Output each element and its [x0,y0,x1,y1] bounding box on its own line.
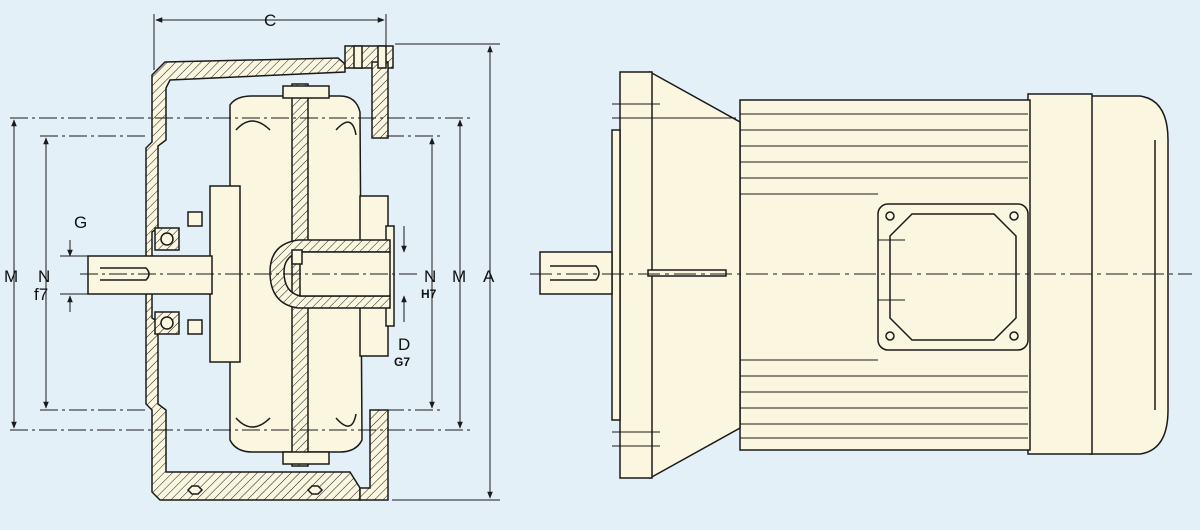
housing-top-plate [371,61,389,139]
motor-flange-lip [611,129,621,421]
motor-fins [612,103,1028,447]
terminal-box-lid [889,213,1017,341]
section-view [87,45,395,501]
hub-bolt-bottom [187,319,203,335]
label-n-right: N [424,267,436,286]
disc-bolt-top [282,85,330,99]
housing-nut-1 [186,485,204,495]
bore-keyway [291,249,303,265]
label-g: G [74,213,87,232]
housing-nut-2 [306,485,324,495]
label-n-left: N [38,267,50,286]
terminal-screw-2 [1009,211,1019,221]
housing-shell [145,57,361,501]
label-m-right: M [452,267,466,286]
input-shaft [87,255,213,295]
label-h7: H7 [421,287,437,301]
output-shaft-keyway [550,265,600,281]
hub-bolt-top [187,211,203,227]
rotor-inner-curve [235,120,357,428]
shaft-key-strip [647,269,727,277]
terminal-screw-4 [1009,331,1019,341]
housing-top-pin [353,45,363,69]
dimension-labels: C G M N f7 N H7 M A D G7 [4,11,495,369]
bore-sleeve [269,239,391,309]
disc-bolt-bottom [282,451,330,465]
motor-end-cap [1089,95,1169,455]
motor-flange-plate [619,71,653,479]
bearing-bottom-ball [160,316,174,330]
bearing-top-ball [160,232,174,246]
terminal-screw-1 [885,211,895,221]
label-g7: G7 [394,355,410,369]
terminal-screw-3 [885,331,895,341]
housing-bottom-flange [359,409,389,501]
label-c: C [264,11,276,30]
section-view-dimensions [10,14,500,501]
exterior-view [539,70,1169,480]
output-shaft [539,251,613,295]
label-d: D [398,335,410,354]
label-m-left: M [4,267,18,286]
label-f7: f7 [34,285,48,304]
housing-top-pin2 [377,45,387,69]
label-a: A [483,267,495,286]
